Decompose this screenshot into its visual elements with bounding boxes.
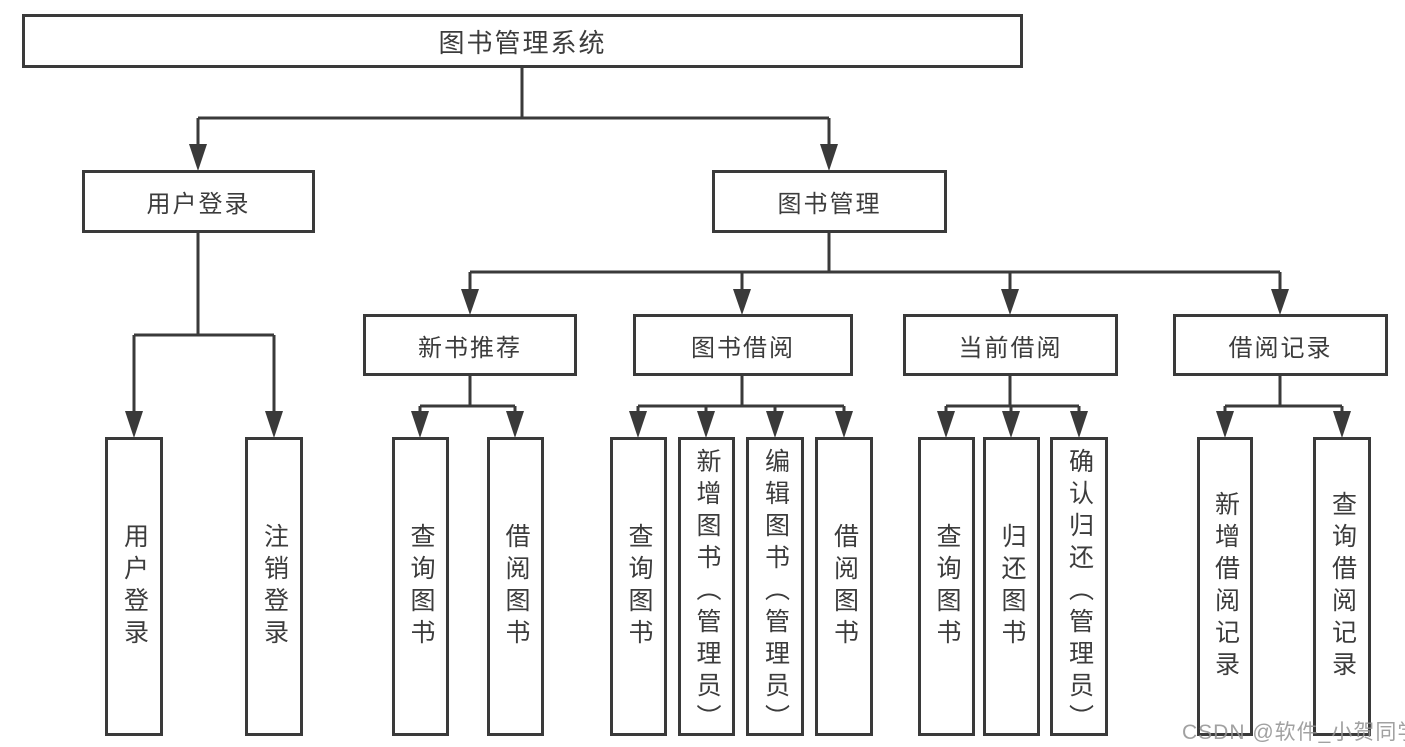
- node-book-management: 图书管理: [712, 170, 947, 233]
- node-label: 查询借阅记录: [1328, 490, 1357, 683]
- leaf-add-borrow-record: 新增借阅记录: [1197, 437, 1253, 736]
- node-label: 查询图书: [625, 522, 653, 651]
- node-label: 用户登录: [146, 191, 251, 218]
- leaf-query-borrow-record: 查询借阅记录: [1313, 437, 1371, 736]
- node-new-book-recommendation: 新书推荐: [363, 314, 577, 376]
- node-library-management-system: 图书管理系统: [22, 14, 1023, 68]
- node-label: 借阅图书: [830, 522, 859, 651]
- arrowheads: [125, 144, 1351, 438]
- node-label: 图书管理系统: [438, 27, 607, 58]
- node-borrowing-records: 借阅记录: [1173, 314, 1388, 376]
- leaf-edit-books-admin: 编辑图书（管理员）: [746, 437, 804, 736]
- leaf-query-books-3: 查询图书: [918, 437, 975, 736]
- leaf-add-books-admin: 新增图书（管理员）: [678, 437, 735, 736]
- leaf-query-books-2: 查询图书: [610, 437, 667, 736]
- node-label: 借阅图书: [502, 522, 530, 651]
- node-label: 借阅记录: [1228, 334, 1333, 362]
- node-label: 编辑图书（管理员）: [761, 448, 790, 736]
- leaf-borrow-books-2: 借阅图书: [815, 437, 873, 736]
- node-label: 确认归还（管理员）: [1065, 448, 1094, 736]
- node-label: 当前借阅: [958, 334, 1063, 362]
- node-label: 查询图书: [933, 522, 961, 651]
- leaf-return-books: 归还图书: [983, 437, 1040, 736]
- node-label: 新增图书（管理员）: [693, 448, 721, 736]
- leaf-confirm-return-admin: 确认归还（管理员）: [1050, 437, 1108, 736]
- node-label: 图书管理: [777, 191, 882, 218]
- csdn-watermark: CSDN @软件_小贺同学: [1182, 721, 1405, 744]
- node-book-borrowing: 图书借阅: [633, 314, 853, 376]
- leaf-borrow-books-1: 借阅图书: [487, 437, 544, 736]
- node-label: 查询图书: [407, 522, 435, 651]
- leaf-query-books-1: 查询图书: [392, 437, 449, 736]
- leaf-logout: 注销登录: [245, 437, 303, 736]
- node-user-login: 用户登录: [82, 170, 315, 233]
- node-label: 用户登录: [120, 522, 149, 651]
- leaf-user-login: 用户登录: [105, 437, 163, 736]
- node-label: 图书借阅: [691, 334, 795, 362]
- node-label: 归还图书: [998, 522, 1026, 651]
- node-current-borrowing: 当前借阅: [903, 314, 1118, 376]
- node-label: 注销登录: [260, 522, 289, 651]
- node-label: 新增借阅记录: [1211, 490, 1240, 683]
- node-label: 新书推荐: [418, 334, 522, 362]
